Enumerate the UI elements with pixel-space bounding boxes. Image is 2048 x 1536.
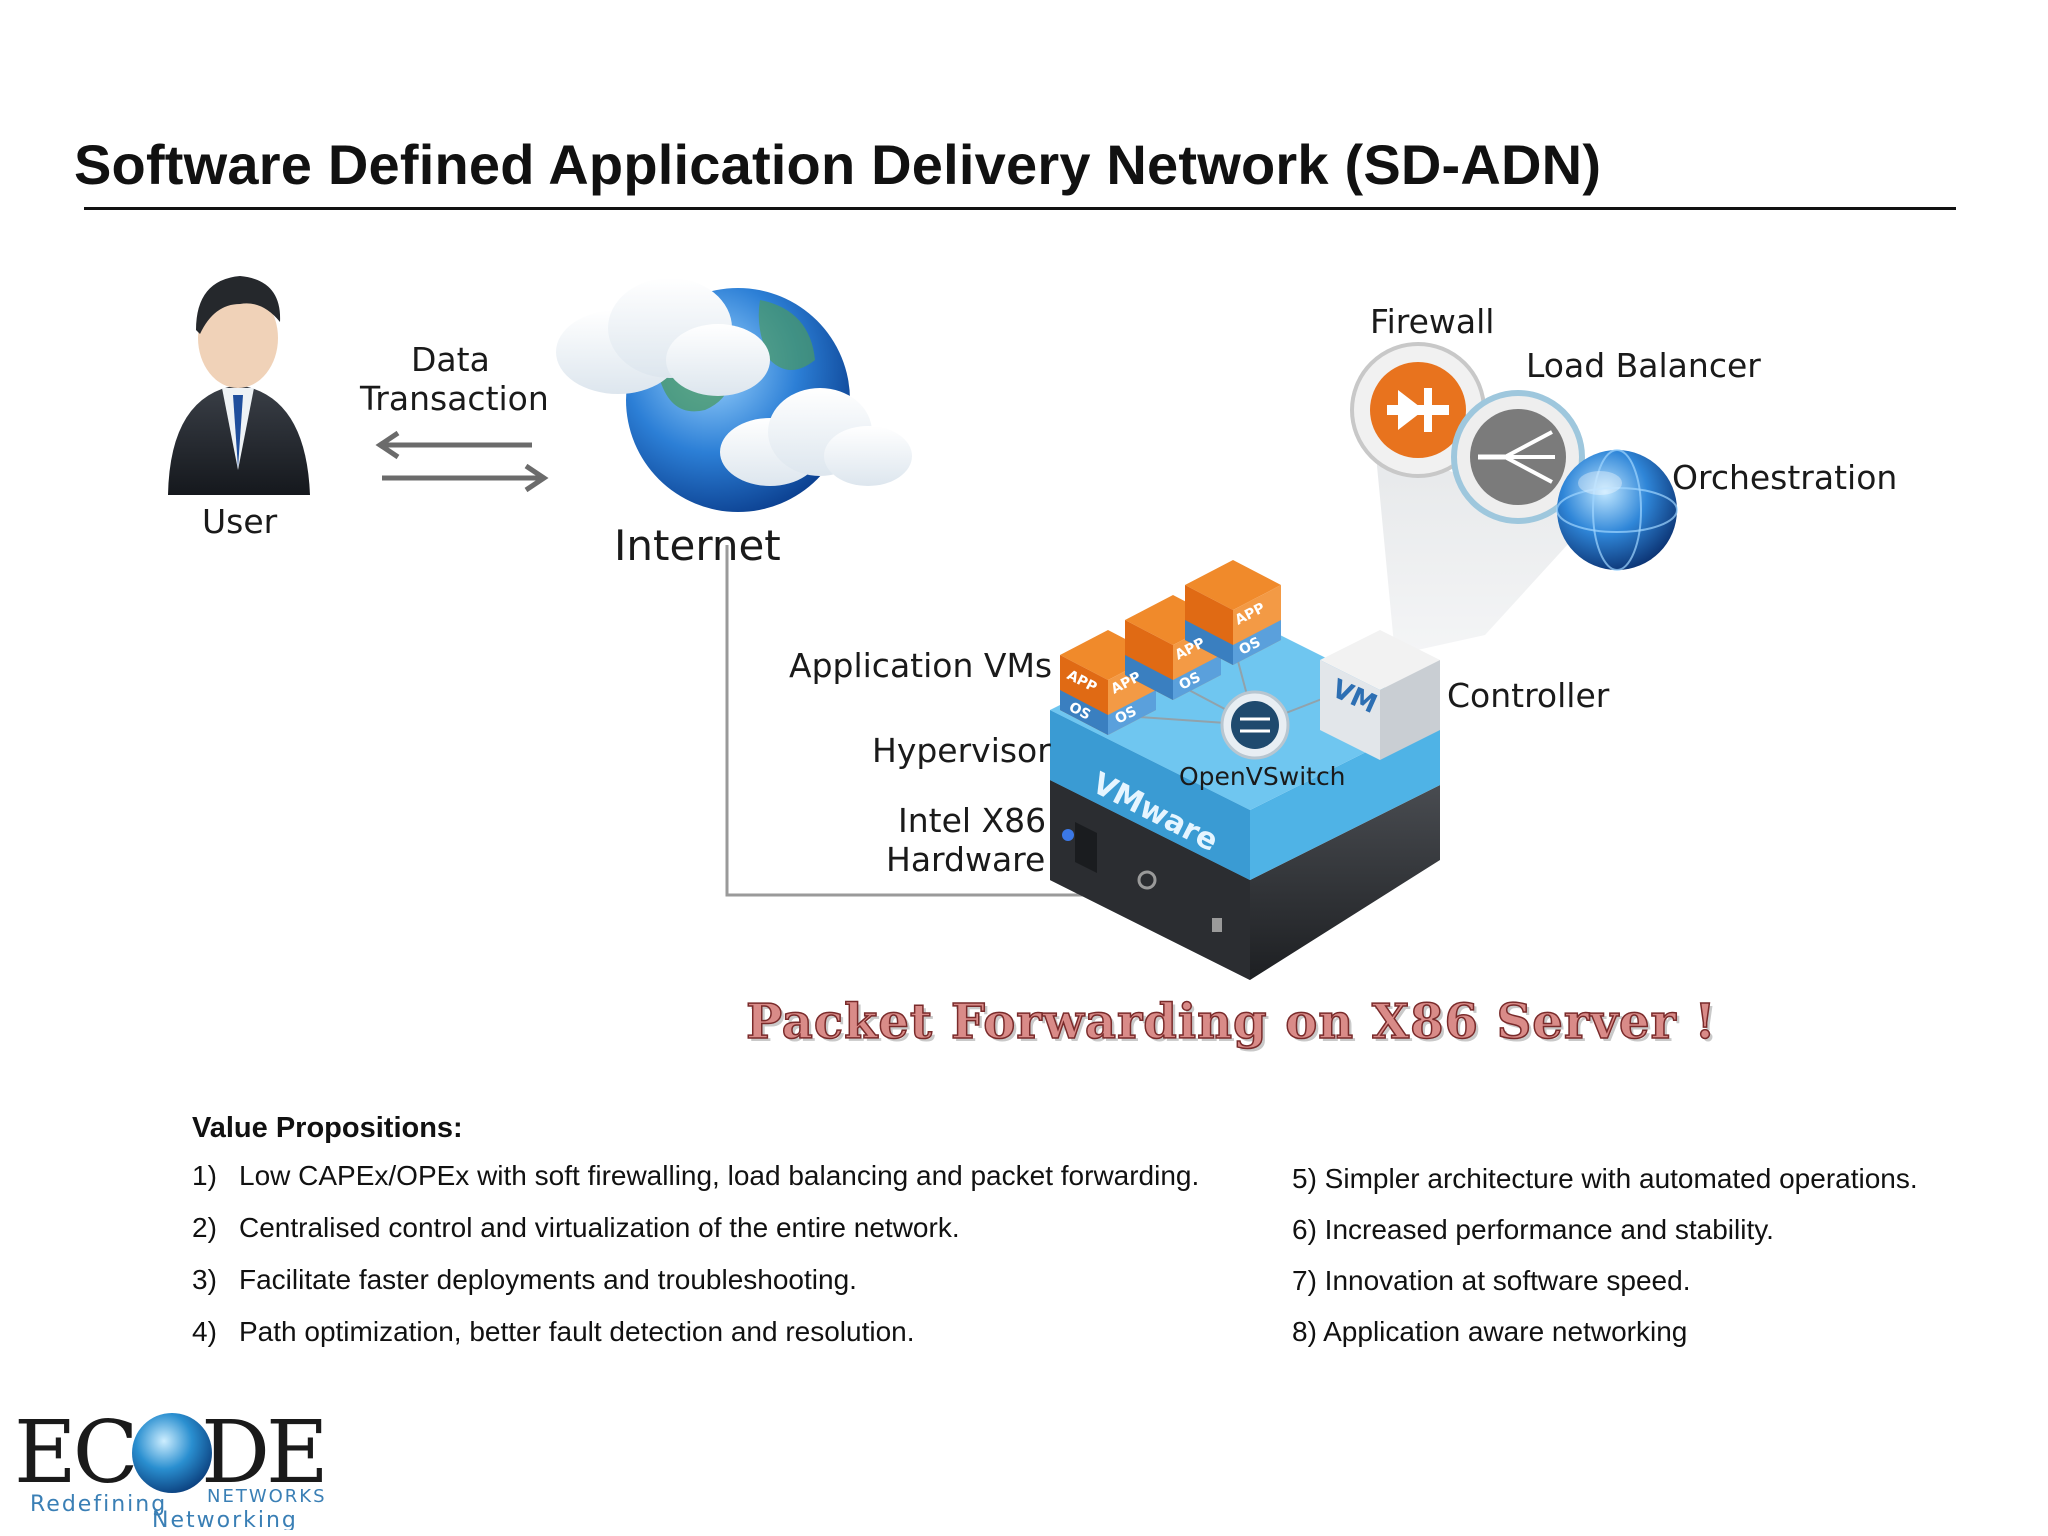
data-transaction-label-1: Data [411, 340, 490, 379]
packet-forwarding-tagline: Packet Forwarding on X86 Server ! [745, 993, 1717, 1051]
logo-slogan-1: Redefining [30, 1492, 167, 1517]
value-propositions-right: 5) Simpler architecture with automated o… [1292, 1163, 1918, 1367]
openvswitch-icon [1220, 690, 1290, 760]
value-propositions-left: 1)Low CAPEx/OPEx with soft firewalling, … [192, 1160, 1199, 1368]
ecode-logo: ECODE NETWORKS Redefining Networking [14, 1403, 329, 1530]
list-item: 6) Increased performance and stability. [1292, 1214, 1774, 1245]
controller-beam [1375, 445, 1590, 655]
user-icon [168, 276, 310, 495]
orchestration-label: Orchestration [1672, 458, 1898, 497]
value-propositions-heading: Value Propositions: [192, 1112, 463, 1144]
data-transaction-label-2: Transaction [360, 379, 549, 418]
load-balancer-label: Load Balancer [1526, 346, 1761, 385]
controller-vm-icon [1320, 630, 1440, 760]
hypervisor-label: Hypervisor [872, 731, 1051, 770]
list-item: 3)Facilitate faster deployments and trou… [192, 1264, 857, 1295]
list-item: 5) Simpler architecture with automated o… [1292, 1163, 1918, 1194]
slide-title: Software Defined Application Delivery Ne… [74, 133, 1602, 196]
list-item: 2)Centralised control and virtualization… [192, 1212, 960, 1243]
controller-label: Controller [1447, 676, 1610, 715]
x86-server-icon [1050, 780, 1440, 980]
internet-label: Internet [614, 521, 781, 570]
firewall-label: Firewall [1370, 302, 1495, 341]
title-underline [84, 207, 1956, 210]
firewall-icon [1350, 342, 1486, 478]
hardware-label-2: Hardware [886, 840, 1046, 879]
list-item: 4)Path optimization, better fault detect… [192, 1316, 915, 1347]
list-item: 1)Low CAPEx/OPEx with soft firewalling, … [192, 1160, 1200, 1191]
list-item: 7) Innovation at software speed. [1292, 1265, 1691, 1296]
logo-globe-icon [132, 1413, 212, 1493]
orchestration-icon [1556, 449, 1678, 571]
logo-sub-text: NETWORKS [207, 1486, 327, 1507]
data-transaction-arrows [375, 430, 549, 493]
internet-globe-icon [556, 278, 912, 512]
internet-to-server-line [725, 545, 1130, 897]
openvswitch-label: OpenVSwitch [1179, 762, 1346, 791]
user-label: User [202, 502, 278, 541]
app-vm-box-3 [1185, 560, 1281, 665]
list-item: 8) Application aware networking [1292, 1316, 1688, 1347]
load-balancer-icon [1451, 390, 1585, 524]
hardware-label-1: Intel X86 [898, 801, 1047, 840]
logo-slogan-2: Networking [152, 1508, 298, 1530]
application-vms-label: Application VMs [789, 646, 1053, 685]
